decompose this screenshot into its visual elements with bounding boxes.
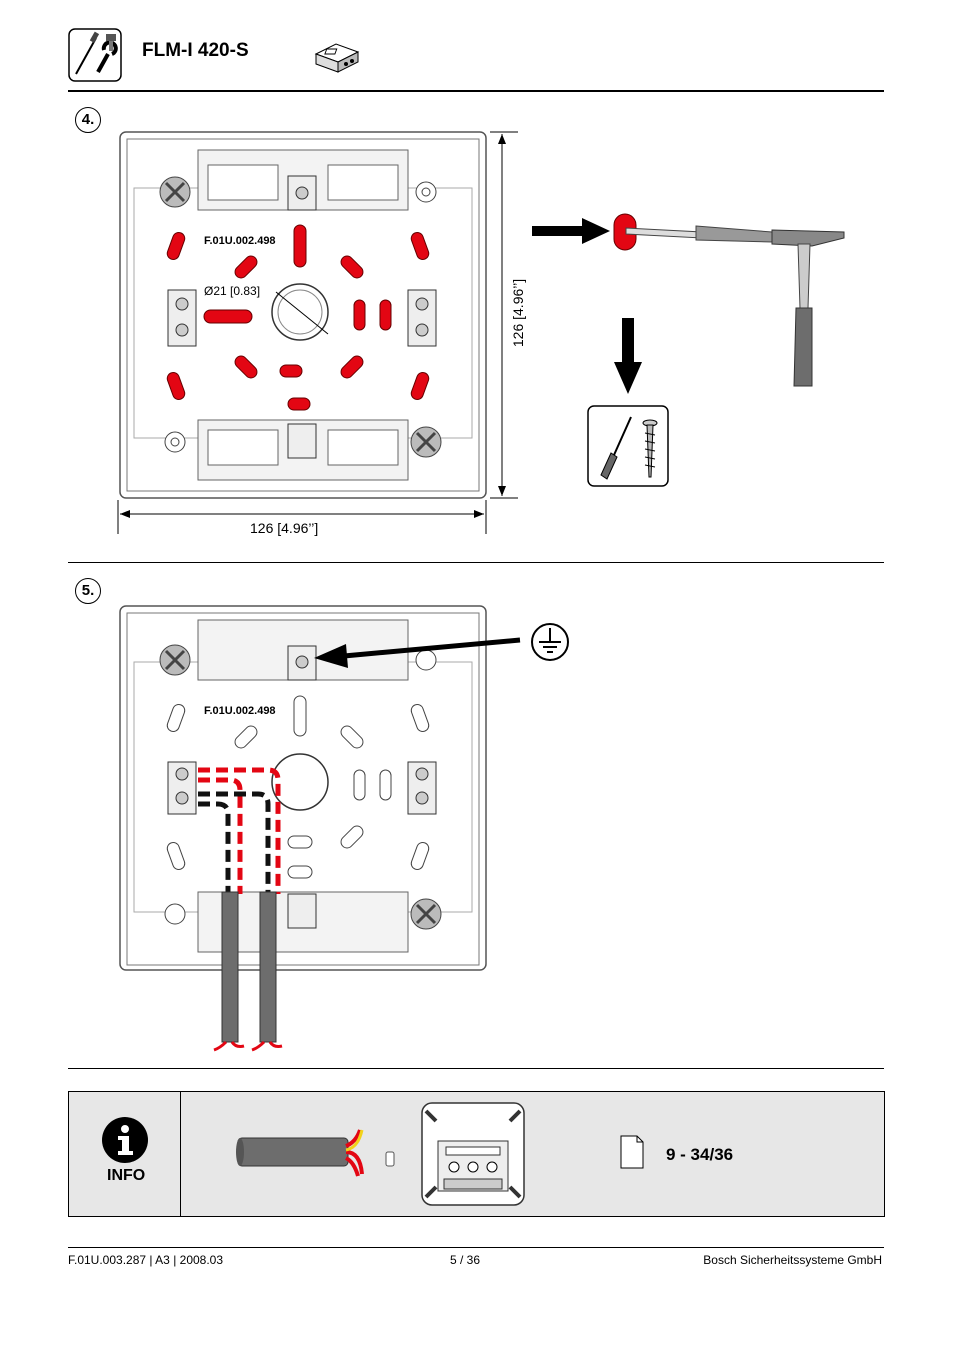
- module-front-icon: [421, 1102, 525, 1206]
- step-4-number: 4.: [75, 107, 101, 133]
- cable-icon: [236, 1129, 395, 1177]
- footer-company: Bosch Sicherheitssysteme GmbH: [703, 1253, 882, 1267]
- info-divider: [180, 1092, 181, 1216]
- screwdriver-wrench-icon: [68, 28, 122, 82]
- height-dimension-label: 126 [4.96’’]: [510, 278, 526, 348]
- page-title: FLM-I 420-S: [142, 40, 249, 61]
- footer-page-number: 5 / 36: [450, 1253, 481, 1267]
- ground-arrow-icon: [314, 637, 521, 668]
- module-code-label: F.01U.002.498: [204, 235, 276, 247]
- screw-top-left-icon: [159, 176, 191, 208]
- step-5-number: 5.: [75, 578, 101, 604]
- hole-diameter-label: Ø21 [0.83]: [204, 284, 261, 298]
- document-icon: [620, 1135, 644, 1169]
- page-reference: 9 - 34/36: [666, 1145, 734, 1164]
- info-icon: [102, 1117, 148, 1163]
- header-rule: [68, 90, 884, 92]
- screwdriver-screw-icon: [587, 405, 669, 487]
- footer-rule: [68, 1247, 884, 1248]
- footer-doc-id: F.01U.003.287 | A3 | 2008.03: [68, 1253, 224, 1267]
- ground-symbol-icon: [531, 623, 569, 661]
- module-box-icon: [314, 43, 360, 73]
- width-dimension-line: [117, 500, 487, 534]
- info-label: INFO: [107, 1167, 146, 1184]
- screw-bottom-right-icon: [410, 426, 442, 458]
- section-rule-2: [68, 1068, 884, 1069]
- base-box-wiring-diagram-step5: [119, 605, 487, 1052]
- height-dimension-line: [490, 131, 518, 499]
- right-arrow-icon: [532, 218, 610, 244]
- down-arrow-icon: [614, 318, 642, 394]
- base-box-diagram-step4: [119, 131, 487, 499]
- module-code-label-step5: F.01U.002.498: [204, 705, 276, 717]
- section-rule-1: [68, 562, 884, 563]
- hammer-punch-icon: [613, 213, 845, 387]
- width-dimension-label: 126 [4.96’’]: [250, 520, 319, 536]
